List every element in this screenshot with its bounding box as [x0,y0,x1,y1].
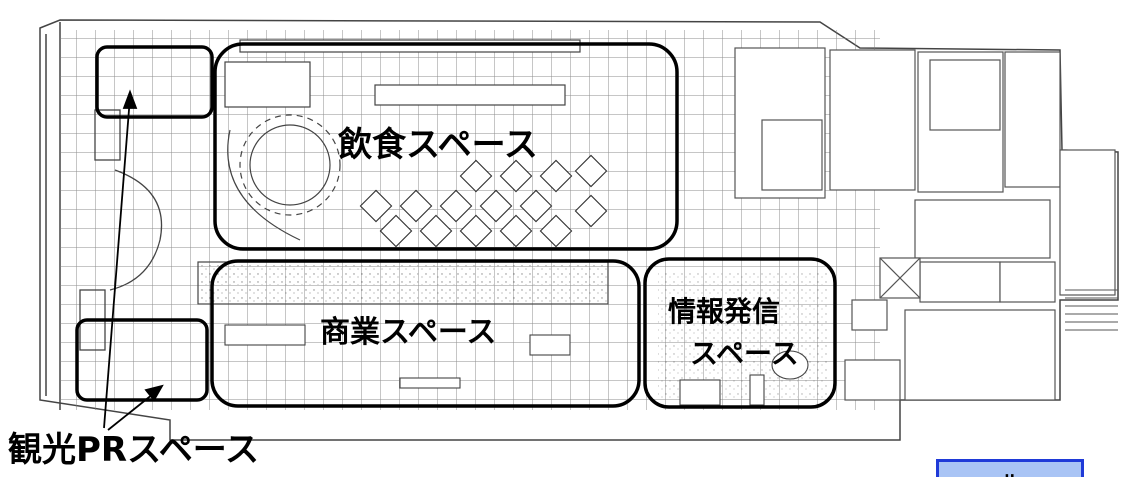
info-stipple [658,270,828,400]
info-space-label-line2: スペース [690,337,799,370]
info-fixtures [679,350,809,406]
zone-outline-commercial [210,259,641,408]
commercial-fixtures [224,324,571,389]
dining-space-label: 飲食スペース [338,125,538,165]
zone-outline-info [643,257,837,409]
stairs [1065,289,1118,331]
round-seating [227,114,341,241]
corner-badge: 北 [936,459,1084,477]
zone-outline-dining [213,42,679,251]
zone-outline-pr-top [95,45,214,119]
planter-strip [197,261,609,305]
pr-arrows [103,89,164,431]
corner-badge-text: 北 [999,468,1021,477]
commercial-space-label: 商業スペース [320,315,497,350]
info-space-label-line1: 情報発信 [668,295,781,328]
tourism-pr-space-label: 観光PRスペース [8,430,260,470]
zone-outlines [75,42,837,409]
right-rooms [734,47,1116,401]
dining-tables [359,154,608,248]
zone-outline-pr-bottom [75,318,209,402]
